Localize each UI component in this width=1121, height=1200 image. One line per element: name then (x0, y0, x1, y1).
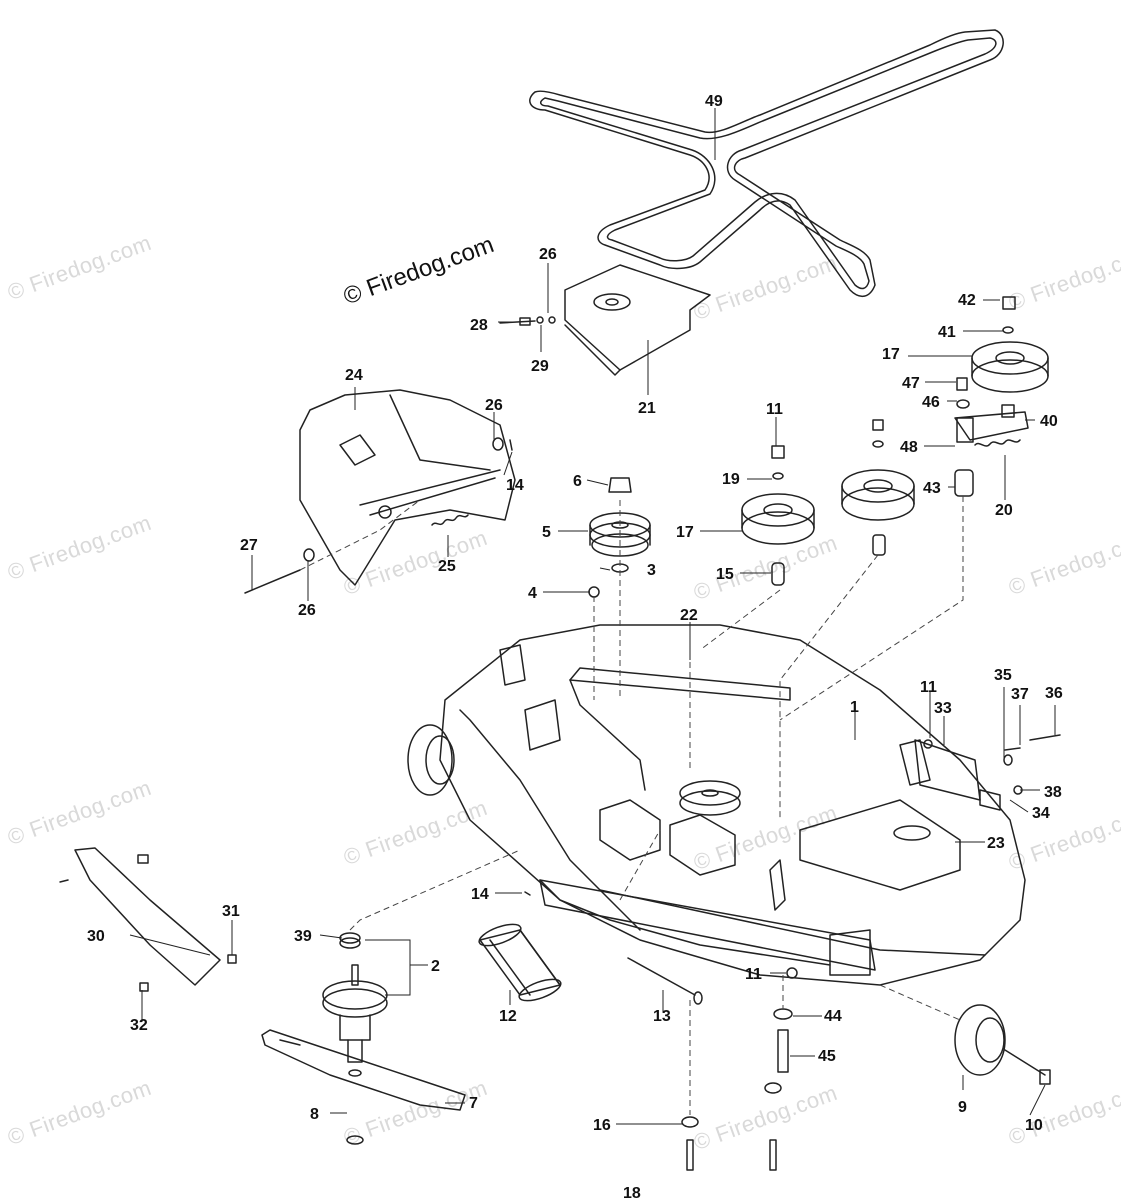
callout-33: 33 (934, 700, 952, 717)
callout-22: 22 (680, 607, 698, 624)
callout-10: 10 (1025, 1117, 1043, 1134)
callout-15: 15 (716, 566, 734, 583)
callout-11: 11 (766, 401, 783, 418)
roller-12-drawing (478, 923, 562, 1002)
callout-11: 11 (920, 679, 937, 696)
callout-9: 9 (958, 1099, 967, 1116)
callout-13: 13 (653, 1008, 671, 1025)
callout-44: 44 (824, 1008, 842, 1025)
callout-18: 18 (623, 1185, 641, 1200)
callout-26: 26 (298, 602, 316, 619)
callout-41: 41 (938, 324, 956, 341)
callout-28: 28 (470, 317, 488, 334)
callout-21: 21 (638, 400, 656, 417)
callout-47: 47 (902, 375, 920, 392)
callout-46: 46 (922, 394, 940, 411)
callout-4: 4 (528, 585, 537, 602)
callout-40: 40 (1040, 413, 1058, 430)
callout-8: 8 (310, 1106, 319, 1123)
callout-45: 45 (818, 1048, 836, 1065)
callout-17: 17 (676, 524, 694, 541)
belt-cover-21-drawing (564, 264, 711, 376)
callout-6: 6 (573, 473, 582, 490)
callout-27: 27 (240, 537, 258, 554)
callout-23: 23 (987, 835, 1005, 852)
callout-5: 5 (542, 524, 551, 541)
callout-25: 25 (438, 558, 456, 575)
callout-14: 14 (471, 886, 489, 903)
discharge-chute-24-drawing (299, 389, 516, 586)
callout-19: 19 (722, 471, 740, 488)
callout-31: 31 (222, 903, 240, 920)
callout-7: 7 (469, 1095, 478, 1112)
callout-26: 26 (539, 246, 557, 263)
callout-3: 3 (647, 562, 656, 579)
baffle-30-drawing (59, 847, 237, 992)
blade-7-drawing (261, 1029, 466, 1145)
callout-2: 2 (431, 958, 440, 975)
callout-34: 34 (1032, 805, 1050, 822)
callout-16: 16 (593, 1117, 611, 1134)
idler-pulley-17-drawing (741, 445, 815, 586)
callout-12: 12 (499, 1008, 517, 1025)
callout-30: 30 (87, 928, 105, 945)
callout-49: 49 (705, 93, 723, 110)
callout-32: 32 (130, 1017, 148, 1034)
callout-48: 48 (900, 439, 918, 456)
callout-14: 14 (506, 477, 524, 494)
callout-38: 38 (1044, 784, 1062, 801)
callout-36: 36 (1045, 685, 1063, 702)
callout-1: 1 (850, 699, 859, 716)
callout-17: 17 (882, 346, 900, 363)
callout-35: 35 (994, 667, 1012, 684)
mower-deck-1-drawing (407, 624, 1061, 1085)
idler-pulley-drawing (841, 419, 915, 556)
callout-24: 24 (345, 367, 363, 384)
callout-39: 39 (294, 928, 312, 945)
belt-49-drawing (529, 29, 1004, 297)
callout-26: 26 (485, 397, 503, 414)
callout-37: 37 (1011, 686, 1029, 703)
callout-20: 20 (995, 502, 1013, 519)
callout-43: 43 (923, 480, 941, 497)
pulley-5-drawing (588, 477, 651, 598)
callout-29: 29 (531, 358, 549, 375)
callout-11: 11 (745, 966, 762, 983)
callout-42: 42 (958, 292, 976, 309)
idler-arm-assembly-drawing (954, 296, 1049, 497)
spindle-2-drawing (322, 932, 388, 1063)
